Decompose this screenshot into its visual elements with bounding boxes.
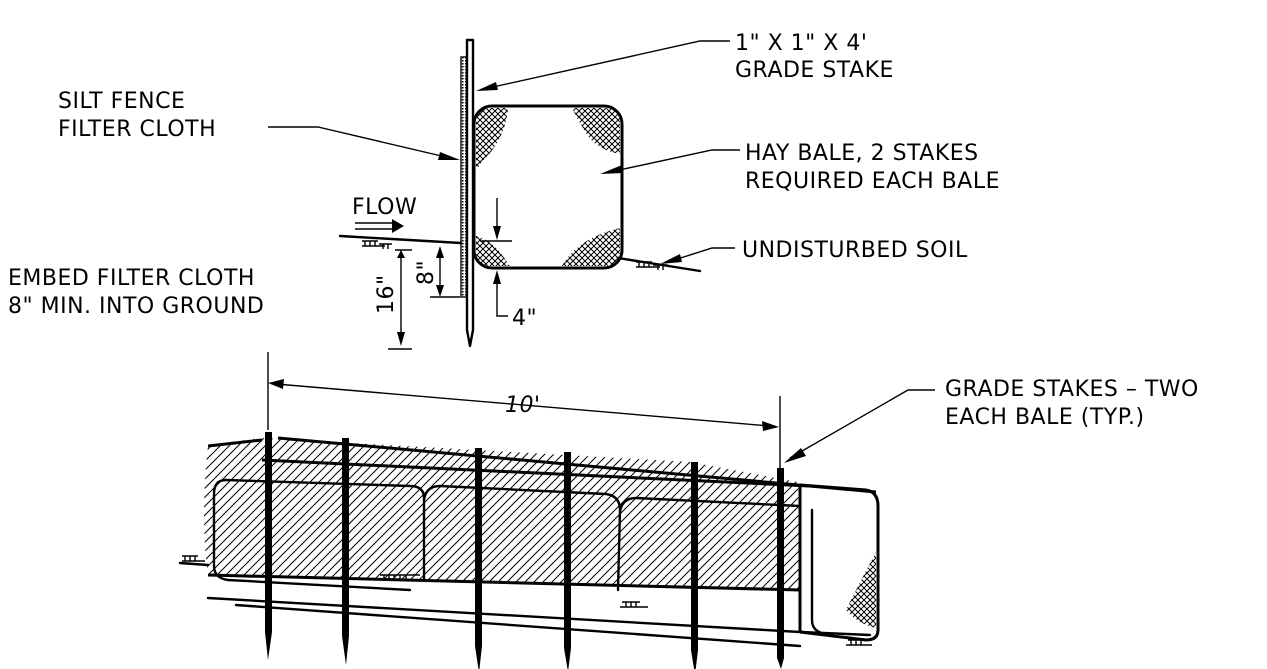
soil-symbol-right	[636, 261, 668, 270]
grade-stake-4	[564, 452, 571, 669]
bale-row-bottom-edge	[207, 573, 801, 592]
leader-grade-stakes	[784, 389, 935, 463]
leader-soil	[660, 247, 735, 264]
label-soil: UNDISTURBED SOIL	[742, 238, 968, 263]
grade-stake-section	[465, 38, 475, 348]
label-embed-line2: 8" MIN. INTO GROUND	[8, 294, 264, 319]
ground-line-elev-front	[234, 603, 802, 648]
grade-stakes-elevation	[265, 432, 784, 669]
elevation-view	[178, 352, 935, 669]
label-silt-line2: FILTER CLOTH	[58, 117, 216, 142]
grade-stake-5	[691, 462, 698, 669]
label-stakes-line1: GRADE STAKES – TWO	[945, 377, 1199, 402]
label-dim-8: 8"	[414, 260, 439, 285]
bale-outline-3	[618, 496, 802, 514]
leader-grade-stake	[476, 40, 730, 91]
ground-line-left	[338, 234, 463, 245]
bale-outline-1	[212, 478, 412, 592]
dimension-16	[388, 249, 412, 350]
label-stake-line1: 1" X 1" X 4'	[735, 31, 867, 56]
leader-hay-bale	[600, 149, 740, 174]
bale-row-left-cut	[207, 438, 263, 448]
soil-symbols-elevation	[182, 555, 872, 646]
bale-hatch-bottom-left	[476, 236, 510, 266]
label-bale-line2: REQUIRED EACH BALE	[745, 169, 1000, 194]
bale-row-top-front-edge	[261, 458, 811, 488]
ground-line-elev-left	[178, 561, 210, 567]
bale-hatch-top-left	[476, 108, 508, 170]
dimension-8	[430, 246, 460, 298]
label-flow: FLOW	[352, 195, 417, 220]
label-silt-line1: SILT FENCE	[58, 89, 185, 114]
bale-hatch-top-right	[572, 108, 620, 154]
soil-symbol-left	[362, 240, 392, 249]
dimension-10	[267, 352, 781, 468]
label-dim-16: 16"	[374, 274, 399, 314]
hay-bale-section	[472, 104, 624, 270]
ground-line-elev	[206, 596, 872, 637]
bale-row-hatch	[204, 438, 800, 590]
bale-outline-2	[422, 484, 622, 592]
flow-arrow	[355, 219, 404, 233]
leader-silt-fence	[268, 126, 460, 160]
bale-end-inner-edge	[810, 508, 828, 636]
label-embed-line1: EMBED FILTER CLOTH	[8, 266, 255, 291]
grade-stake-1	[265, 432, 272, 660]
label-stakes-line2: EACH BALE (TYP.)	[945, 405, 1145, 430]
bale-hatch-bottom-right	[562, 228, 620, 266]
section-view	[268, 38, 740, 350]
grade-stake-2	[342, 438, 349, 665]
label-stake-line2: GRADE STAKE	[735, 58, 894, 83]
bale-end-hatch	[846, 552, 876, 628]
label-dim-4: 4"	[512, 306, 537, 331]
bale-end-box	[799, 483, 880, 642]
label-dim-10: 10'	[505, 393, 541, 418]
grade-stake-6	[777, 468, 784, 669]
grade-stake-3	[475, 448, 482, 669]
label-bale-line1: HAY BALE, 2 STAKES	[745, 141, 979, 166]
dimension-4	[480, 198, 512, 317]
